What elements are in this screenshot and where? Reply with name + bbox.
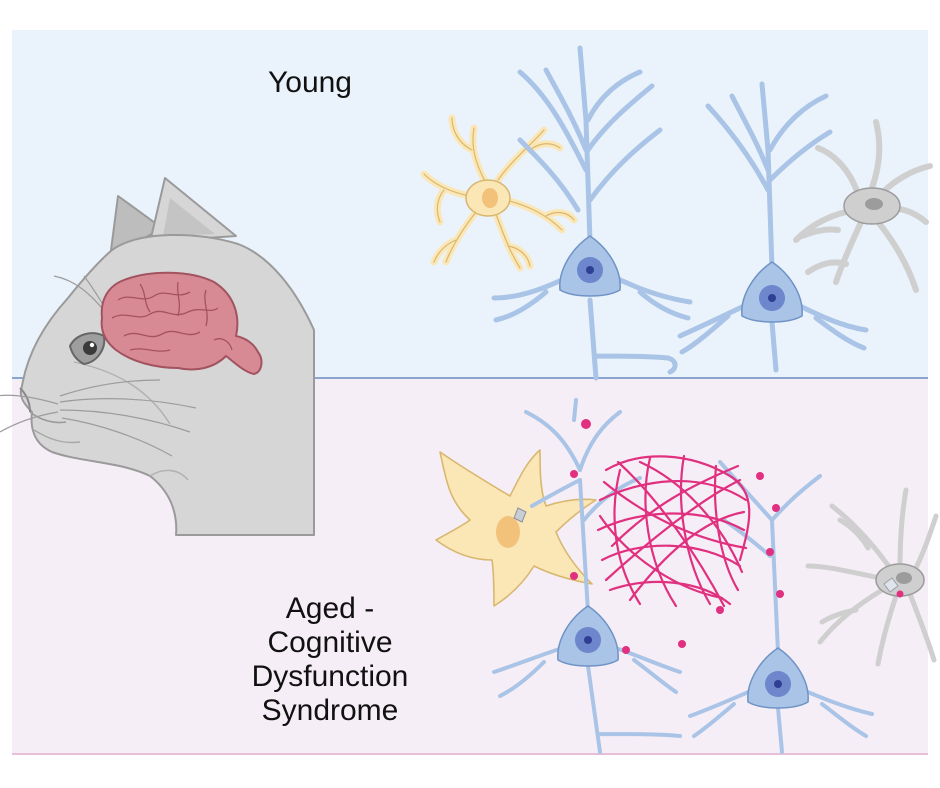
neuron-icon bbox=[688, 460, 874, 754]
microglia-icon bbox=[805, 487, 939, 667]
aged-label: Aged - Cognitive Dysfunction Syndrome bbox=[200, 592, 460, 728]
aged-label-line: Aged - bbox=[285, 592, 375, 625]
neuron-icon bbox=[677, 81, 869, 373]
aged-label-line: Dysfunction bbox=[251, 660, 409, 693]
astrocyte-icon bbox=[420, 114, 578, 272]
microglia-icon bbox=[793, 119, 933, 293]
aged-label-line: Cognitive bbox=[267, 626, 393, 659]
aged-label-line: Syndrome bbox=[261, 694, 399, 727]
neuron-icon bbox=[491, 45, 693, 381]
neuron-icon bbox=[492, 398, 682, 754]
young-label: Young bbox=[268, 66, 352, 99]
tau-tangle-icon bbox=[596, 454, 751, 608]
astrocyte-icon bbox=[435, 449, 597, 607]
cat-head-icon bbox=[0, 177, 315, 536]
brain-icon bbox=[100, 271, 263, 375]
amyloid-dot-icon bbox=[570, 419, 904, 654]
